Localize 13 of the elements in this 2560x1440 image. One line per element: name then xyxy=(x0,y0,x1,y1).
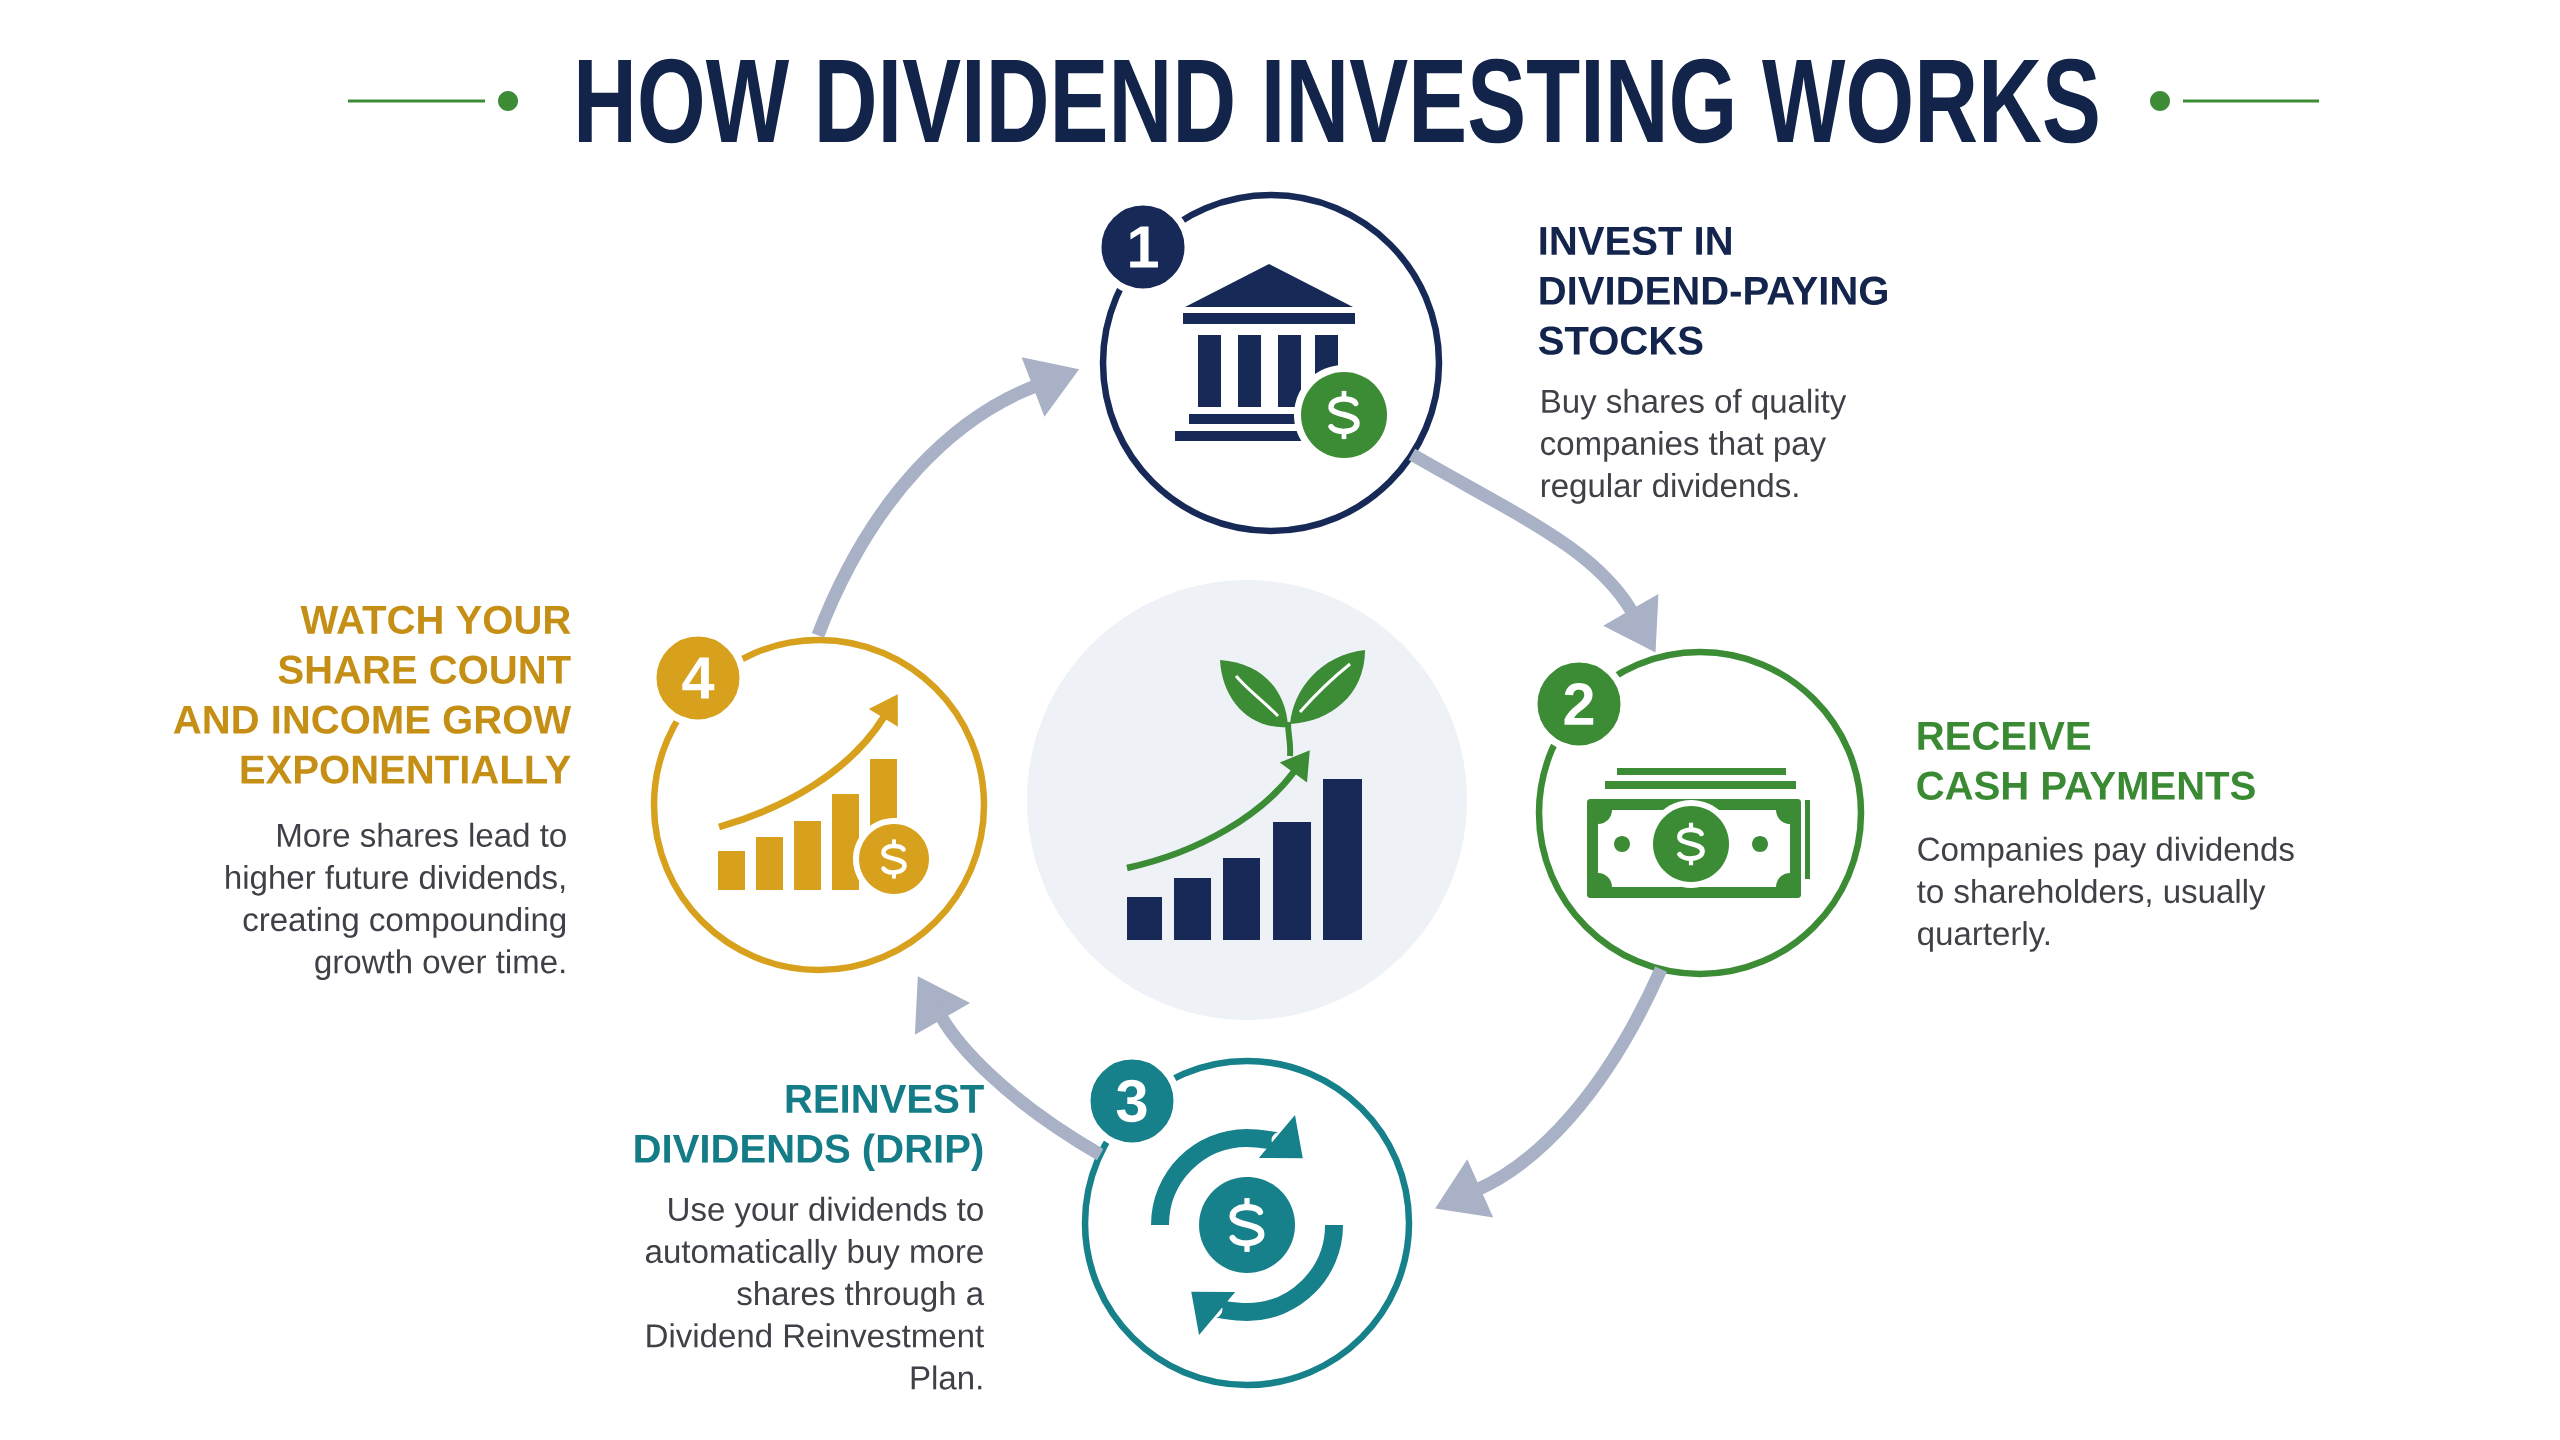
title: HOW DIVIDEND INVESTING WORKS xyxy=(579,58,2098,144)
step-description: Buy shares of quality companies that pay regular dividends. xyxy=(1541,388,1847,504)
step-number-badge: 3 xyxy=(1083,1052,1181,1150)
step-heading: INVEST IN DIVIDEND-PAYING STOCKS xyxy=(1538,226,1887,355)
step-number-badge: 4 xyxy=(649,629,747,727)
step-heading: REINVEST DIVIDENDS (DRIP) xyxy=(635,1084,984,1171)
step-number-badge: 2 xyxy=(1530,655,1628,753)
step-heading: RECEIVE CASH PAYMENTS xyxy=(1917,721,2255,800)
step-description: More shares lead to higher future dividends, creating compounding growth over time. xyxy=(226,822,566,980)
step-description: Companies pay dividends to shareholders, usually quarterly. xyxy=(1917,836,2294,952)
step-description: Use your dividends to automatically buy more shares through a Dividend Reinvestment Plan. xyxy=(646,1196,985,1390)
step-heading: WATCH YOUR SHARE COUNT AND INCOME GROW EXPONENTIALLY xyxy=(173,605,572,784)
step-number-badge: 1 xyxy=(1094,198,1192,296)
